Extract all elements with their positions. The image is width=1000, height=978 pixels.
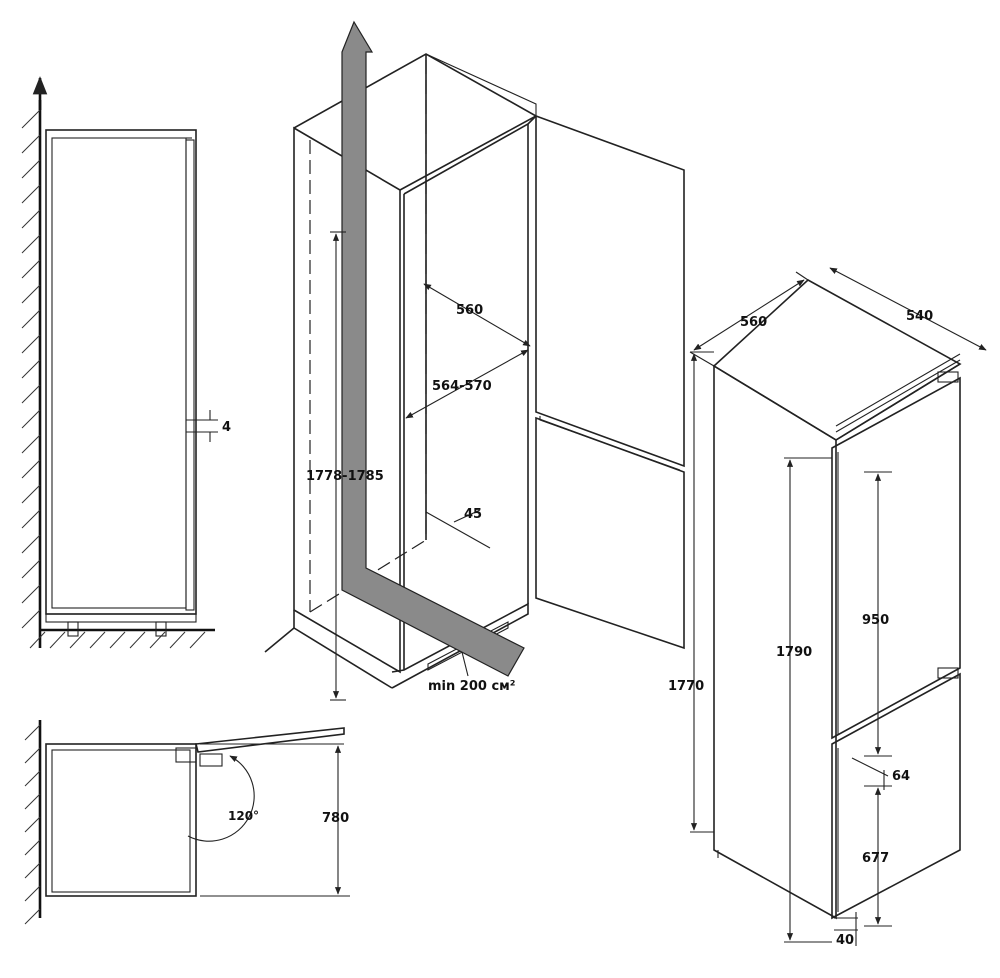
angle-arc [187,755,255,842]
appliance-side [713,364,837,920]
niche-height-label: 1778-1785 [306,469,384,484]
niche-width-label: 560 [456,303,483,318]
lower-door-label: 677 [862,851,889,866]
niche-upper-door [535,114,685,468]
body-height-dim: 1770 [668,351,714,833]
wall-hatch-left [21,100,42,648]
base-label: 40 [836,933,854,948]
cabinet-side [45,129,197,615]
gap-dimension: 4 [186,410,231,442]
hinge-middle [937,667,959,679]
upper-door-dim: 950 [862,471,892,757]
depth-label: 540 [906,309,933,324]
width-label: 560 [740,315,767,330]
top-view-cabinet [45,743,197,897]
niche-depth-dim: 564-570 [405,349,529,419]
lower-door-dim: 677 [862,785,892,927]
airflow-channel [341,20,525,677]
gap-label: 4 [222,420,231,435]
total-height-dim: 1790 [776,457,832,943]
hinge-top [937,371,959,383]
top-offset-label: 45 [464,507,482,522]
niche-lower-door [535,416,685,650]
body-height-label: 1770 [668,679,704,694]
door-gap-dim: 64 [851,757,910,790]
angle-label: 120° [228,809,259,823]
door-gap-label: 64 [892,769,910,784]
clearance-label: 780 [322,811,349,826]
floor-hatch [29,628,215,649]
niche-height-dim: 1778-1785 [306,231,384,701]
appliance-iso-view: 560 540 1770 1790 950 [668,267,987,948]
ventilation-note: min 200 см² [428,651,515,694]
depth-dim: 540 [829,267,987,351]
niche-depth-label: 564-570 [432,379,492,394]
upper-door-label: 950 [862,613,889,628]
plinth [45,613,197,623]
appliance-top [712,279,962,441]
appliance-lower-door [831,672,961,920]
appliance-outline [51,137,187,609]
niche-iso-view: 1778-1785 560 564-570 45 min 200 см² [264,20,685,701]
top-offset-dim: 45 [425,507,491,549]
total-height-label: 1790 [776,645,812,660]
appliance-upper-door [831,376,961,740]
side-view: 4 [21,76,231,649]
base-dim: 40 [834,912,858,948]
niche-width-dim: 560 [423,283,531,347]
width-dim: 560 [689,271,809,367]
open-door [195,727,345,753]
ventilation-label: min 200 см² [428,679,515,694]
top-view: 120° 780 [24,720,350,925]
